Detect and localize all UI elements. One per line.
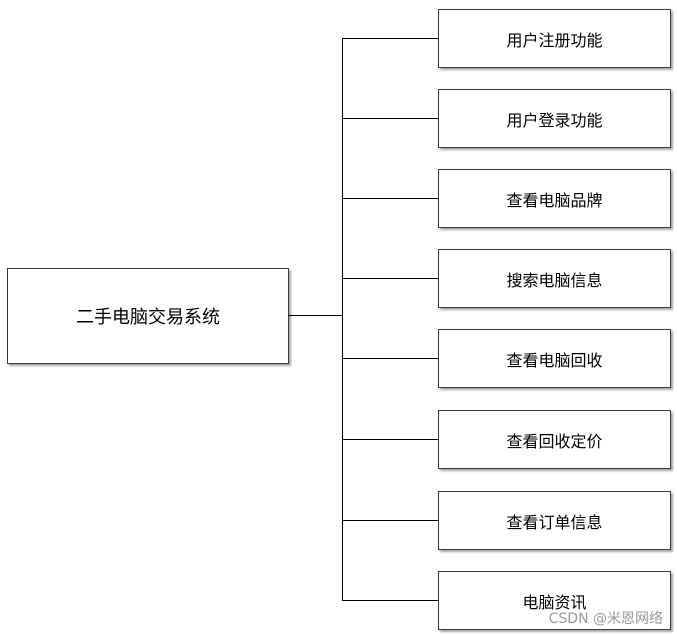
node-label: 用户注册功能: [506, 30, 603, 50]
branch-line: [342, 118, 438, 119]
function-node-news: 电脑资讯: [438, 571, 671, 630]
root-connector: [289, 315, 343, 316]
node-label: 搜索电脑信息: [506, 270, 603, 290]
branch-line: [342, 38, 438, 39]
function-node-user-login: 用户登录功能: [438, 89, 671, 148]
node-label: 查看电脑回收: [506, 350, 603, 370]
function-node-view-recycle: 查看电脑回收: [438, 329, 671, 388]
node-label: 查看回收定价: [506, 431, 603, 451]
function-node-view-orders: 查看订单信息: [438, 491, 671, 550]
branch-line: [342, 198, 438, 199]
root-node: 二手电脑交易系统: [7, 268, 289, 364]
function-node-recycle-pricing: 查看回收定价: [438, 410, 671, 469]
node-label: 电脑资讯: [522, 592, 587, 612]
node-label: 用户登录功能: [506, 110, 603, 130]
root-node-label: 二手电脑交易系统: [76, 307, 220, 328]
node-label: 查看订单信息: [506, 512, 603, 532]
branch-line: [342, 278, 438, 279]
branch-line: [342, 439, 438, 440]
function-node-view-brand: 查看电脑品牌: [438, 169, 671, 228]
function-node-search-info: 搜索电脑信息: [438, 249, 671, 308]
branch-line: [342, 520, 438, 521]
watermark-text: CSDN @米恩网络: [548, 611, 663, 627]
node-label: 查看电脑品牌: [506, 190, 603, 210]
branch-line: [342, 600, 438, 601]
trunk-line: [342, 38, 343, 601]
branch-line: [342, 358, 438, 359]
function-node-user-register: 用户注册功能: [438, 9, 671, 68]
